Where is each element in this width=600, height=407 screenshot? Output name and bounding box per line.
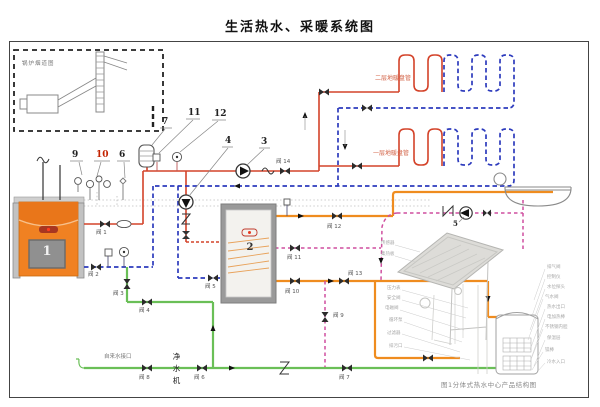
tap-water-label: 自来水接口 <box>104 354 132 360</box>
valve-label-5: 阀 5 <box>205 284 216 290</box>
callout-product-right-1: 控制仪 <box>547 275 561 280</box>
callout-product-left-5: 排污口 <box>389 344 403 349</box>
valve-label-7: 阀 7 <box>339 375 350 381</box>
water-purifier-label: 净水机 <box>172 352 181 385</box>
callout-product-right-3: 气水阀 <box>545 295 559 300</box>
item-number-12: 12 <box>214 109 227 119</box>
callout-product-left-4: 过滤器 <box>387 331 401 336</box>
item-number-7: 7 <box>162 117 169 127</box>
flue-box <box>13 49 164 132</box>
floor1-coil-label: 一层地暖盘管 <box>373 150 410 157</box>
solar-pump <box>442 204 473 220</box>
valve-label-11: 阀 11 <box>287 255 302 261</box>
item-number-10: 10 <box>96 150 109 160</box>
solar-collector <box>394 232 505 346</box>
item-number-9: 9 <box>72 150 79 160</box>
callout-product-right-6: 不锈钢内胆 <box>545 325 568 330</box>
hot-water-tank <box>220 203 277 304</box>
valve-label-8: 阀 8 <box>139 375 150 381</box>
valve-label-9: 阀 9 <box>333 313 344 319</box>
callout-product-right-2: 水位探头 <box>547 285 565 290</box>
item-number-11: 11 <box>188 108 201 118</box>
valve-label-4: 阀 4 <box>139 308 150 314</box>
boiler-number-1: 1 <box>42 244 52 259</box>
pipe-cold-water <box>76 267 497 370</box>
valve-label-3: 阀 3 <box>113 291 124 297</box>
floor2-coil-label: 二层地暖盘管 <box>375 75 412 82</box>
callout-collector-1: 集热板 <box>381 252 395 257</box>
label-leaders <box>70 118 465 223</box>
pump-3 <box>235 163 251 179</box>
callout-product-right-9: 冷水入口 <box>547 360 565 365</box>
diagram-frame <box>9 41 589 398</box>
callout-product-right-8: 镁棒 <box>545 348 554 353</box>
diagram-title: 生活热水、采暖系统图 <box>224 20 375 35</box>
product-tank <box>399 268 546 375</box>
valve-label-2: 阀 2 <box>88 272 99 278</box>
flex-connectors <box>261 167 290 375</box>
tank-number-2: 2 <box>246 242 254 253</box>
item-number-6: 6 <box>119 150 126 160</box>
boiler <box>12 156 85 279</box>
valve-label-12: 阀 12 <box>327 224 342 230</box>
callout-product-left-2: 电磁阀 <box>385 306 399 311</box>
callout-product-right-5: 电加热棒 <box>547 315 565 320</box>
pump-4 <box>178 194 194 239</box>
callout-collector-0: 传感器 <box>381 241 395 246</box>
callout-product-right-0: 排气阀 <box>547 265 561 270</box>
valve-label-1: 阀 1 <box>96 230 107 236</box>
bathtub <box>493 172 572 207</box>
pipe-solar-loop <box>275 200 524 367</box>
item-number-5: 5 <box>453 219 458 228</box>
figure-caption: 图1分体式热水中心产品结构图 <box>441 381 537 389</box>
valves <box>91 88 491 372</box>
flue-box-label: 锅炉烟道图 <box>22 61 55 67</box>
valve-label-6: 阀 6 <box>194 375 205 381</box>
item-number-3: 3 <box>261 137 268 147</box>
valve-label-10: 阀 10 <box>285 289 300 295</box>
sensors <box>74 151 291 267</box>
callout-product-left-1: 安全阀 <box>387 296 401 301</box>
callout-product-left-0: 压力表 <box>387 286 401 291</box>
valve-label-14: 阀 14 <box>276 159 291 165</box>
item-number-4: 4 <box>225 136 232 146</box>
valve-label-13: 阀 13 <box>348 271 363 277</box>
expansion-tank <box>138 144 155 168</box>
callout-product-right-4: 热水出口 <box>547 305 565 310</box>
flow-arrows <box>210 112 491 371</box>
callout-product-right-7: 保温层 <box>547 336 561 341</box>
callout-product-left-3: 循环泵 <box>389 318 403 323</box>
